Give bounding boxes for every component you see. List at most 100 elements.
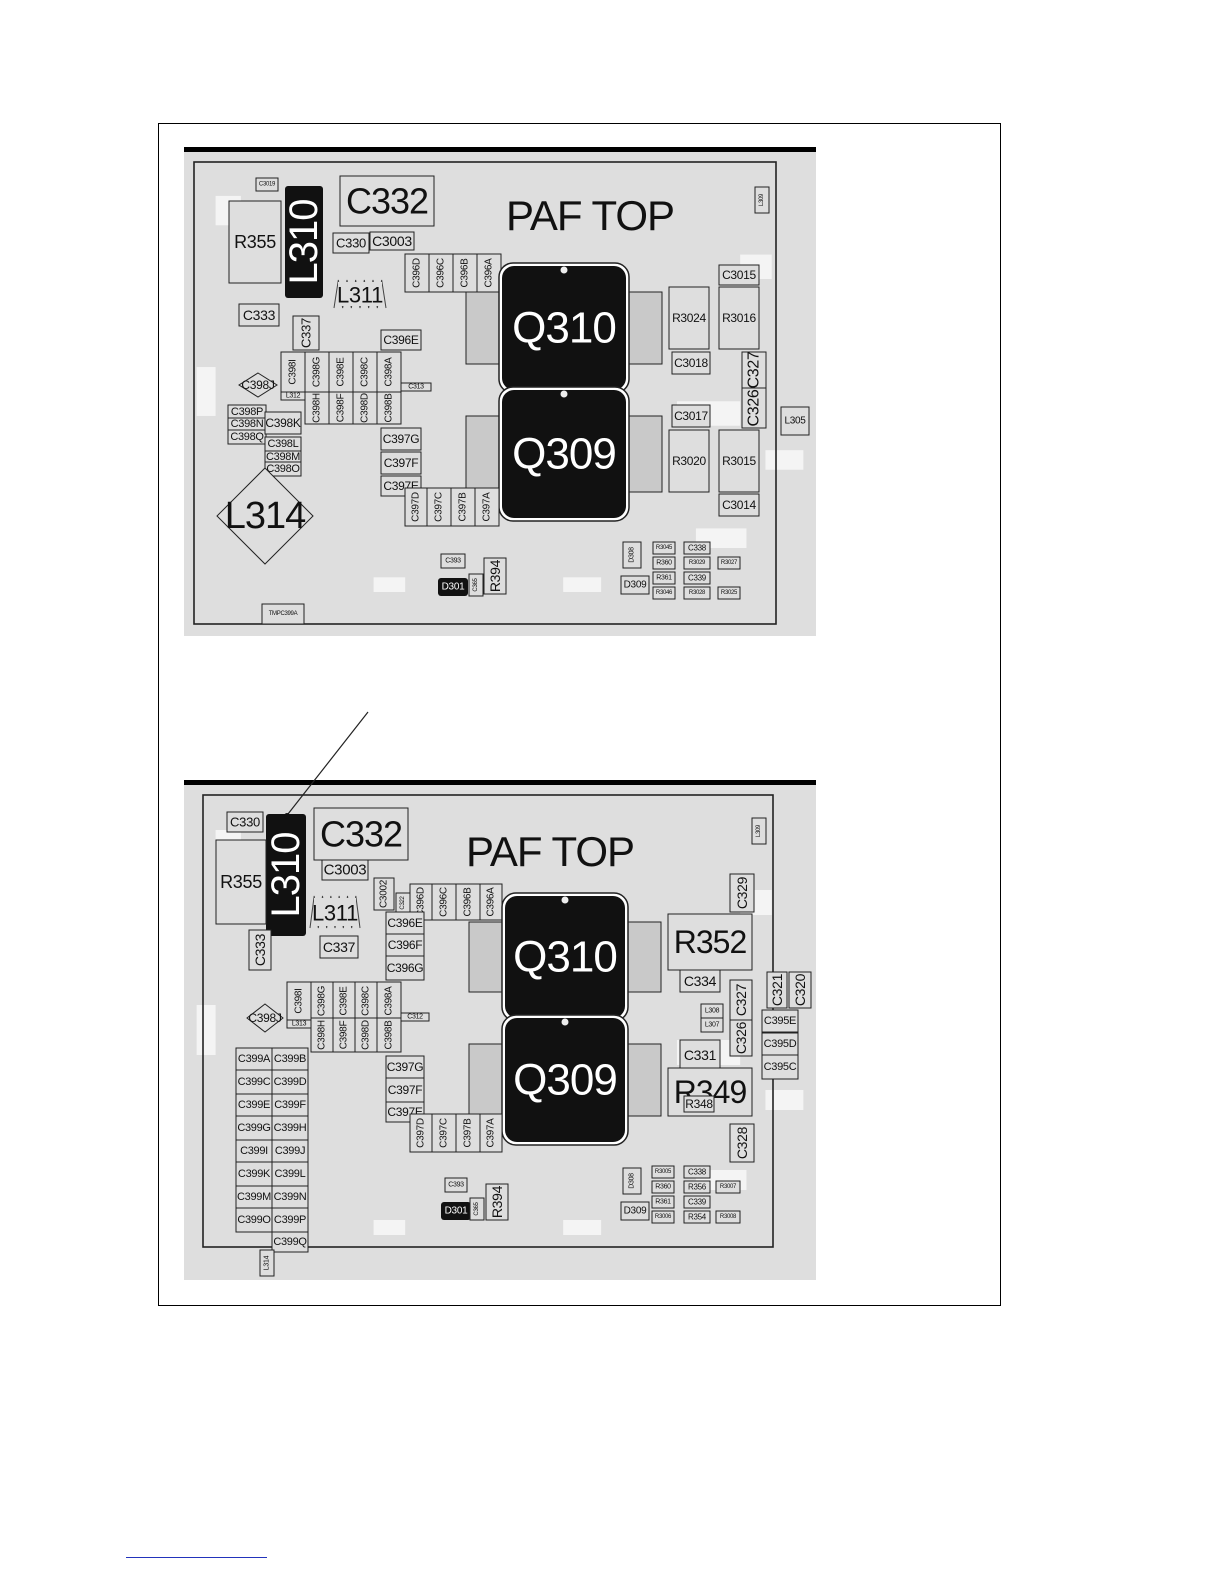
component-q309-body bbox=[502, 390, 626, 518]
component-c399h-body bbox=[271, 1115, 309, 1141]
component-l314-label: L314 bbox=[225, 495, 306, 537]
component-c313-label: C313 bbox=[408, 384, 424, 391]
component-c395c: C395C bbox=[761, 1054, 799, 1080]
component-r3029-label: R3029 bbox=[689, 560, 706, 566]
component-c3014-body bbox=[718, 493, 760, 517]
component-r3024: R3024 bbox=[668, 286, 710, 350]
component-q309-pin1-mark bbox=[560, 390, 568, 398]
board-top-trace-pad bbox=[563, 577, 602, 592]
component-c398o: C398O bbox=[264, 461, 302, 477]
board-bottom-trace-pad bbox=[196, 1005, 216, 1055]
component-c326: C326 bbox=[729, 1019, 753, 1057]
component-r352-label: R352 bbox=[674, 924, 747, 960]
component-c337: C337 bbox=[292, 315, 320, 351]
component-c396a-label: C396A bbox=[486, 887, 497, 917]
board-bottom-top-rule bbox=[184, 780, 816, 785]
component-c398b: C398B bbox=[376, 1017, 402, 1053]
component-c397f-body bbox=[380, 451, 422, 475]
component-l314: L314 bbox=[259, 1249, 275, 1277]
component-c3018: C3018 bbox=[671, 351, 711, 375]
component-c398a-body bbox=[376, 351, 402, 393]
component-c399a-label: C399A bbox=[238, 1053, 271, 1065]
component-r3016-body bbox=[718, 286, 760, 350]
component-r355-body bbox=[215, 839, 267, 925]
component-l311-coil bbox=[333, 279, 387, 309]
component-c326: C326 bbox=[741, 387, 767, 429]
component-c3002-body bbox=[373, 877, 395, 911]
component-c398j-label: C398J bbox=[241, 378, 274, 392]
component-c399g-label: C399G bbox=[237, 1122, 270, 1134]
component-c398p: C398P bbox=[227, 404, 267, 420]
component-c398f-label: C398F bbox=[336, 394, 347, 423]
component-c396g-body bbox=[385, 955, 425, 981]
board-top-top-rule bbox=[184, 147, 816, 152]
component-c333-label: C333 bbox=[252, 933, 268, 966]
component-r3008-body bbox=[715, 1210, 741, 1224]
component-c396d-label: C396D bbox=[412, 258, 423, 288]
component-c328: C328 bbox=[729, 1123, 755, 1163]
component-r348: R348 bbox=[683, 1095, 715, 1113]
component-c396e: C396E bbox=[385, 911, 425, 935]
component-r355-label: R355 bbox=[234, 232, 276, 252]
component-c398g-label: C398G bbox=[317, 985, 328, 1016]
component-l305: L305 bbox=[780, 406, 810, 436]
component-q310-label: Q310 bbox=[512, 304, 616, 353]
component-c339: C339 bbox=[683, 571, 711, 585]
component-c398i-label: C398I bbox=[294, 988, 305, 1013]
component-c332-label: C332 bbox=[346, 181, 428, 222]
component-c399k: C399K bbox=[235, 1161, 273, 1187]
component-r356: R356 bbox=[683, 1180, 711, 1194]
component-c397a: C397A bbox=[479, 1113, 503, 1153]
component-c399e-label: C399E bbox=[238, 1099, 270, 1111]
component-r355-label: R355 bbox=[220, 872, 262, 892]
component-c398g: C398G bbox=[304, 351, 330, 393]
component-r361-body bbox=[652, 571, 676, 585]
component-r3045-label: R3045 bbox=[656, 545, 673, 551]
component-c396f-label: C396F bbox=[388, 938, 423, 952]
component-c320-body bbox=[788, 971, 812, 1009]
component-c399d-body bbox=[271, 1069, 309, 1095]
component-c398j: C398J bbox=[246, 1003, 284, 1033]
component-c337-body bbox=[292, 315, 320, 351]
component-c313-body bbox=[400, 382, 432, 392]
component-l307: L307 bbox=[700, 1017, 724, 1033]
component-c396b: C396B bbox=[452, 253, 478, 293]
component-d301: D301 bbox=[438, 578, 468, 596]
component-c332: C332 bbox=[339, 175, 435, 227]
component-c312: C312 bbox=[400, 1012, 430, 1022]
component-r356-body bbox=[683, 1180, 711, 1194]
component-c334: C334 bbox=[679, 969, 721, 993]
component-c399m-label: C399M bbox=[237, 1191, 271, 1203]
component-c333: C333 bbox=[238, 303, 280, 327]
component-c365: C365 bbox=[469, 1197, 485, 1221]
component-c396a: C396A bbox=[479, 883, 503, 921]
component-c396g: C396G bbox=[385, 955, 425, 981]
component-r349: R349 bbox=[667, 1067, 753, 1117]
component-d301-label: D301 bbox=[442, 582, 465, 593]
component-c396c-label: C396C bbox=[439, 887, 450, 917]
component-c3018-body bbox=[671, 351, 711, 375]
component-d308-label: D308 bbox=[629, 1173, 636, 1189]
board-top-trace-pad bbox=[196, 367, 216, 416]
component-q310: Q310 bbox=[468, 892, 662, 1022]
component-r360-label: R360 bbox=[656, 560, 672, 567]
component-c329-body bbox=[729, 873, 755, 913]
component-c330-body bbox=[332, 232, 370, 254]
component-c399k-body bbox=[235, 1161, 273, 1187]
component-c396a-label: C396A bbox=[484, 258, 495, 288]
component-c395e-body bbox=[761, 1009, 799, 1033]
component-l310: L310 bbox=[282, 186, 326, 298]
component-c395d: C395D bbox=[761, 1032, 799, 1056]
component-r394-label: R394 bbox=[487, 559, 503, 592]
component-c399p: C399P bbox=[271, 1207, 309, 1233]
component-c396g-label: C396G bbox=[387, 961, 424, 975]
component-r3016-label: R3016 bbox=[722, 311, 756, 325]
component-r360-body bbox=[652, 556, 676, 570]
component-c398h-body bbox=[304, 391, 330, 425]
component-r3027-body bbox=[717, 556, 741, 570]
component-c398a: C398A bbox=[376, 981, 402, 1021]
component-c399o-label: C399O bbox=[237, 1214, 271, 1226]
component-c322: C322 bbox=[395, 892, 411, 914]
component-c398o-label: C398O bbox=[266, 463, 300, 475]
component-tmpc399a: TMPC399A bbox=[261, 603, 305, 625]
